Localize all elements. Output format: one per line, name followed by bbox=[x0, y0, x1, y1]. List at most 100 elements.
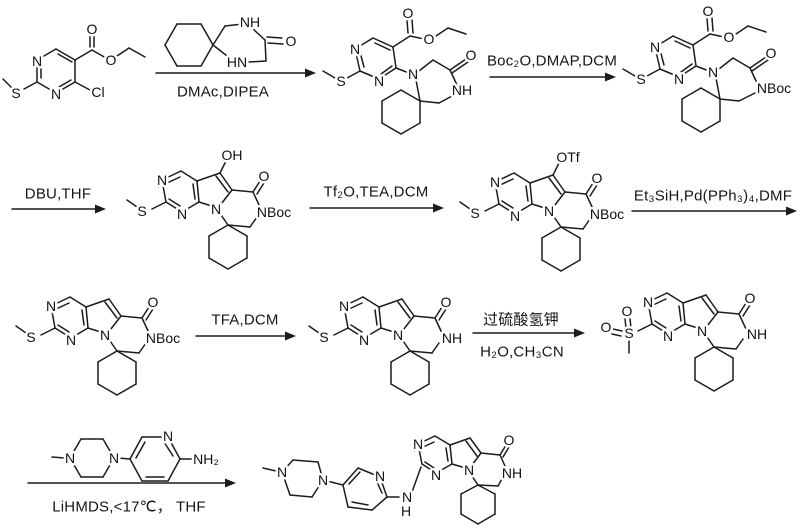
atom-label: O bbox=[592, 170, 603, 186]
bond bbox=[141, 317, 150, 334]
atom-label: S bbox=[470, 205, 479, 221]
bond bbox=[497, 178, 514, 187]
bond bbox=[218, 211, 229, 226]
bond bbox=[116, 47, 130, 57]
bond bbox=[267, 42, 284, 45]
bond bbox=[108, 298, 122, 317]
bond bbox=[164, 176, 181, 185]
bond bbox=[666, 292, 684, 304]
atom-label: N bbox=[163, 428, 173, 444]
bond bbox=[347, 506, 373, 511]
bond bbox=[667, 323, 686, 335]
atom-label: NH bbox=[502, 465, 522, 481]
bond bbox=[164, 23, 178, 46]
bond bbox=[104, 301, 118, 319]
bond bbox=[129, 436, 143, 460]
bond bbox=[248, 60, 267, 63]
bond bbox=[445, 447, 449, 462]
reagent-label-step-7-solvent: H₂O,CH₃CN bbox=[480, 343, 564, 361]
bond bbox=[379, 476, 388, 498]
atom-label: O bbox=[504, 432, 515, 448]
bond bbox=[401, 298, 415, 317]
atom-label: S bbox=[336, 73, 345, 89]
reagent-label-step-6: TFA,DCM bbox=[211, 311, 279, 329]
atom-label: N bbox=[408, 66, 418, 82]
bond bbox=[145, 308, 154, 321]
bond bbox=[700, 120, 721, 133]
atom-label: N bbox=[277, 464, 287, 480]
bond bbox=[400, 122, 421, 135]
bond bbox=[378, 67, 397, 80]
bond bbox=[192, 183, 196, 200]
bond bbox=[126, 199, 138, 208]
bond bbox=[695, 65, 710, 72]
bond bbox=[548, 177, 562, 195]
bond bbox=[531, 203, 552, 211]
bond bbox=[167, 458, 181, 482]
bond bbox=[85, 298, 110, 308]
bond bbox=[713, 346, 737, 350]
bond bbox=[57, 324, 70, 333]
bond bbox=[165, 201, 183, 213]
atom-label: NH bbox=[240, 14, 260, 30]
bond bbox=[646, 68, 661, 77]
atom-label: N bbox=[643, 294, 653, 310]
bond bbox=[684, 323, 705, 331]
bond bbox=[392, 35, 411, 48]
bond bbox=[231, 189, 254, 193]
bond bbox=[129, 458, 143, 482]
bond bbox=[54, 327, 72, 339]
bond bbox=[477, 484, 499, 487]
bond bbox=[102, 438, 115, 459]
atom-label: N bbox=[211, 201, 221, 217]
bond bbox=[227, 257, 248, 270]
bond bbox=[409, 35, 425, 40]
bond bbox=[308, 325, 320, 334]
bond bbox=[2, 78, 13, 89]
atom-label: N bbox=[359, 332, 369, 348]
bond bbox=[167, 436, 181, 460]
bond bbox=[564, 191, 587, 195]
atom-label: H bbox=[401, 503, 411, 519]
bond bbox=[749, 67, 758, 84]
atom-label: NH bbox=[452, 82, 472, 98]
bond bbox=[711, 17, 714, 32]
bond bbox=[469, 437, 482, 454]
bond bbox=[749, 56, 767, 69]
bond bbox=[560, 226, 581, 239]
bond bbox=[357, 467, 381, 478]
atom-label: N bbox=[65, 450, 75, 466]
bond bbox=[392, 46, 397, 69]
bond bbox=[529, 174, 554, 184]
bond bbox=[735, 338, 744, 350]
bond bbox=[322, 70, 336, 79]
reagent-label-step-4: Tf₂O,TEA,DCM bbox=[323, 183, 429, 201]
atom-label: S bbox=[137, 203, 146, 219]
bond bbox=[378, 298, 403, 308]
bond bbox=[70, 327, 89, 339]
bond bbox=[120, 315, 143, 319]
atom-label: O bbox=[403, 5, 414, 21]
bond bbox=[343, 305, 349, 329]
bond bbox=[582, 218, 591, 230]
bond bbox=[343, 296, 364, 307]
bond bbox=[681, 120, 702, 133]
bond bbox=[406, 19, 409, 34]
atom-label: N bbox=[674, 71, 684, 87]
atom-label: S bbox=[26, 329, 35, 345]
atom-label: O bbox=[87, 21, 98, 37]
bond bbox=[513, 172, 531, 184]
bond bbox=[400, 89, 421, 102]
atom-label: O bbox=[724, 29, 735, 45]
atom-label: N bbox=[66, 332, 76, 348]
reaction-arrow-step-4 bbox=[309, 203, 444, 213]
reaction-arrow-step-8 bbox=[27, 478, 236, 488]
bond bbox=[738, 313, 747, 330]
bond bbox=[624, 318, 627, 329]
bond bbox=[659, 49, 665, 66]
atom-label: N bbox=[544, 203, 554, 219]
